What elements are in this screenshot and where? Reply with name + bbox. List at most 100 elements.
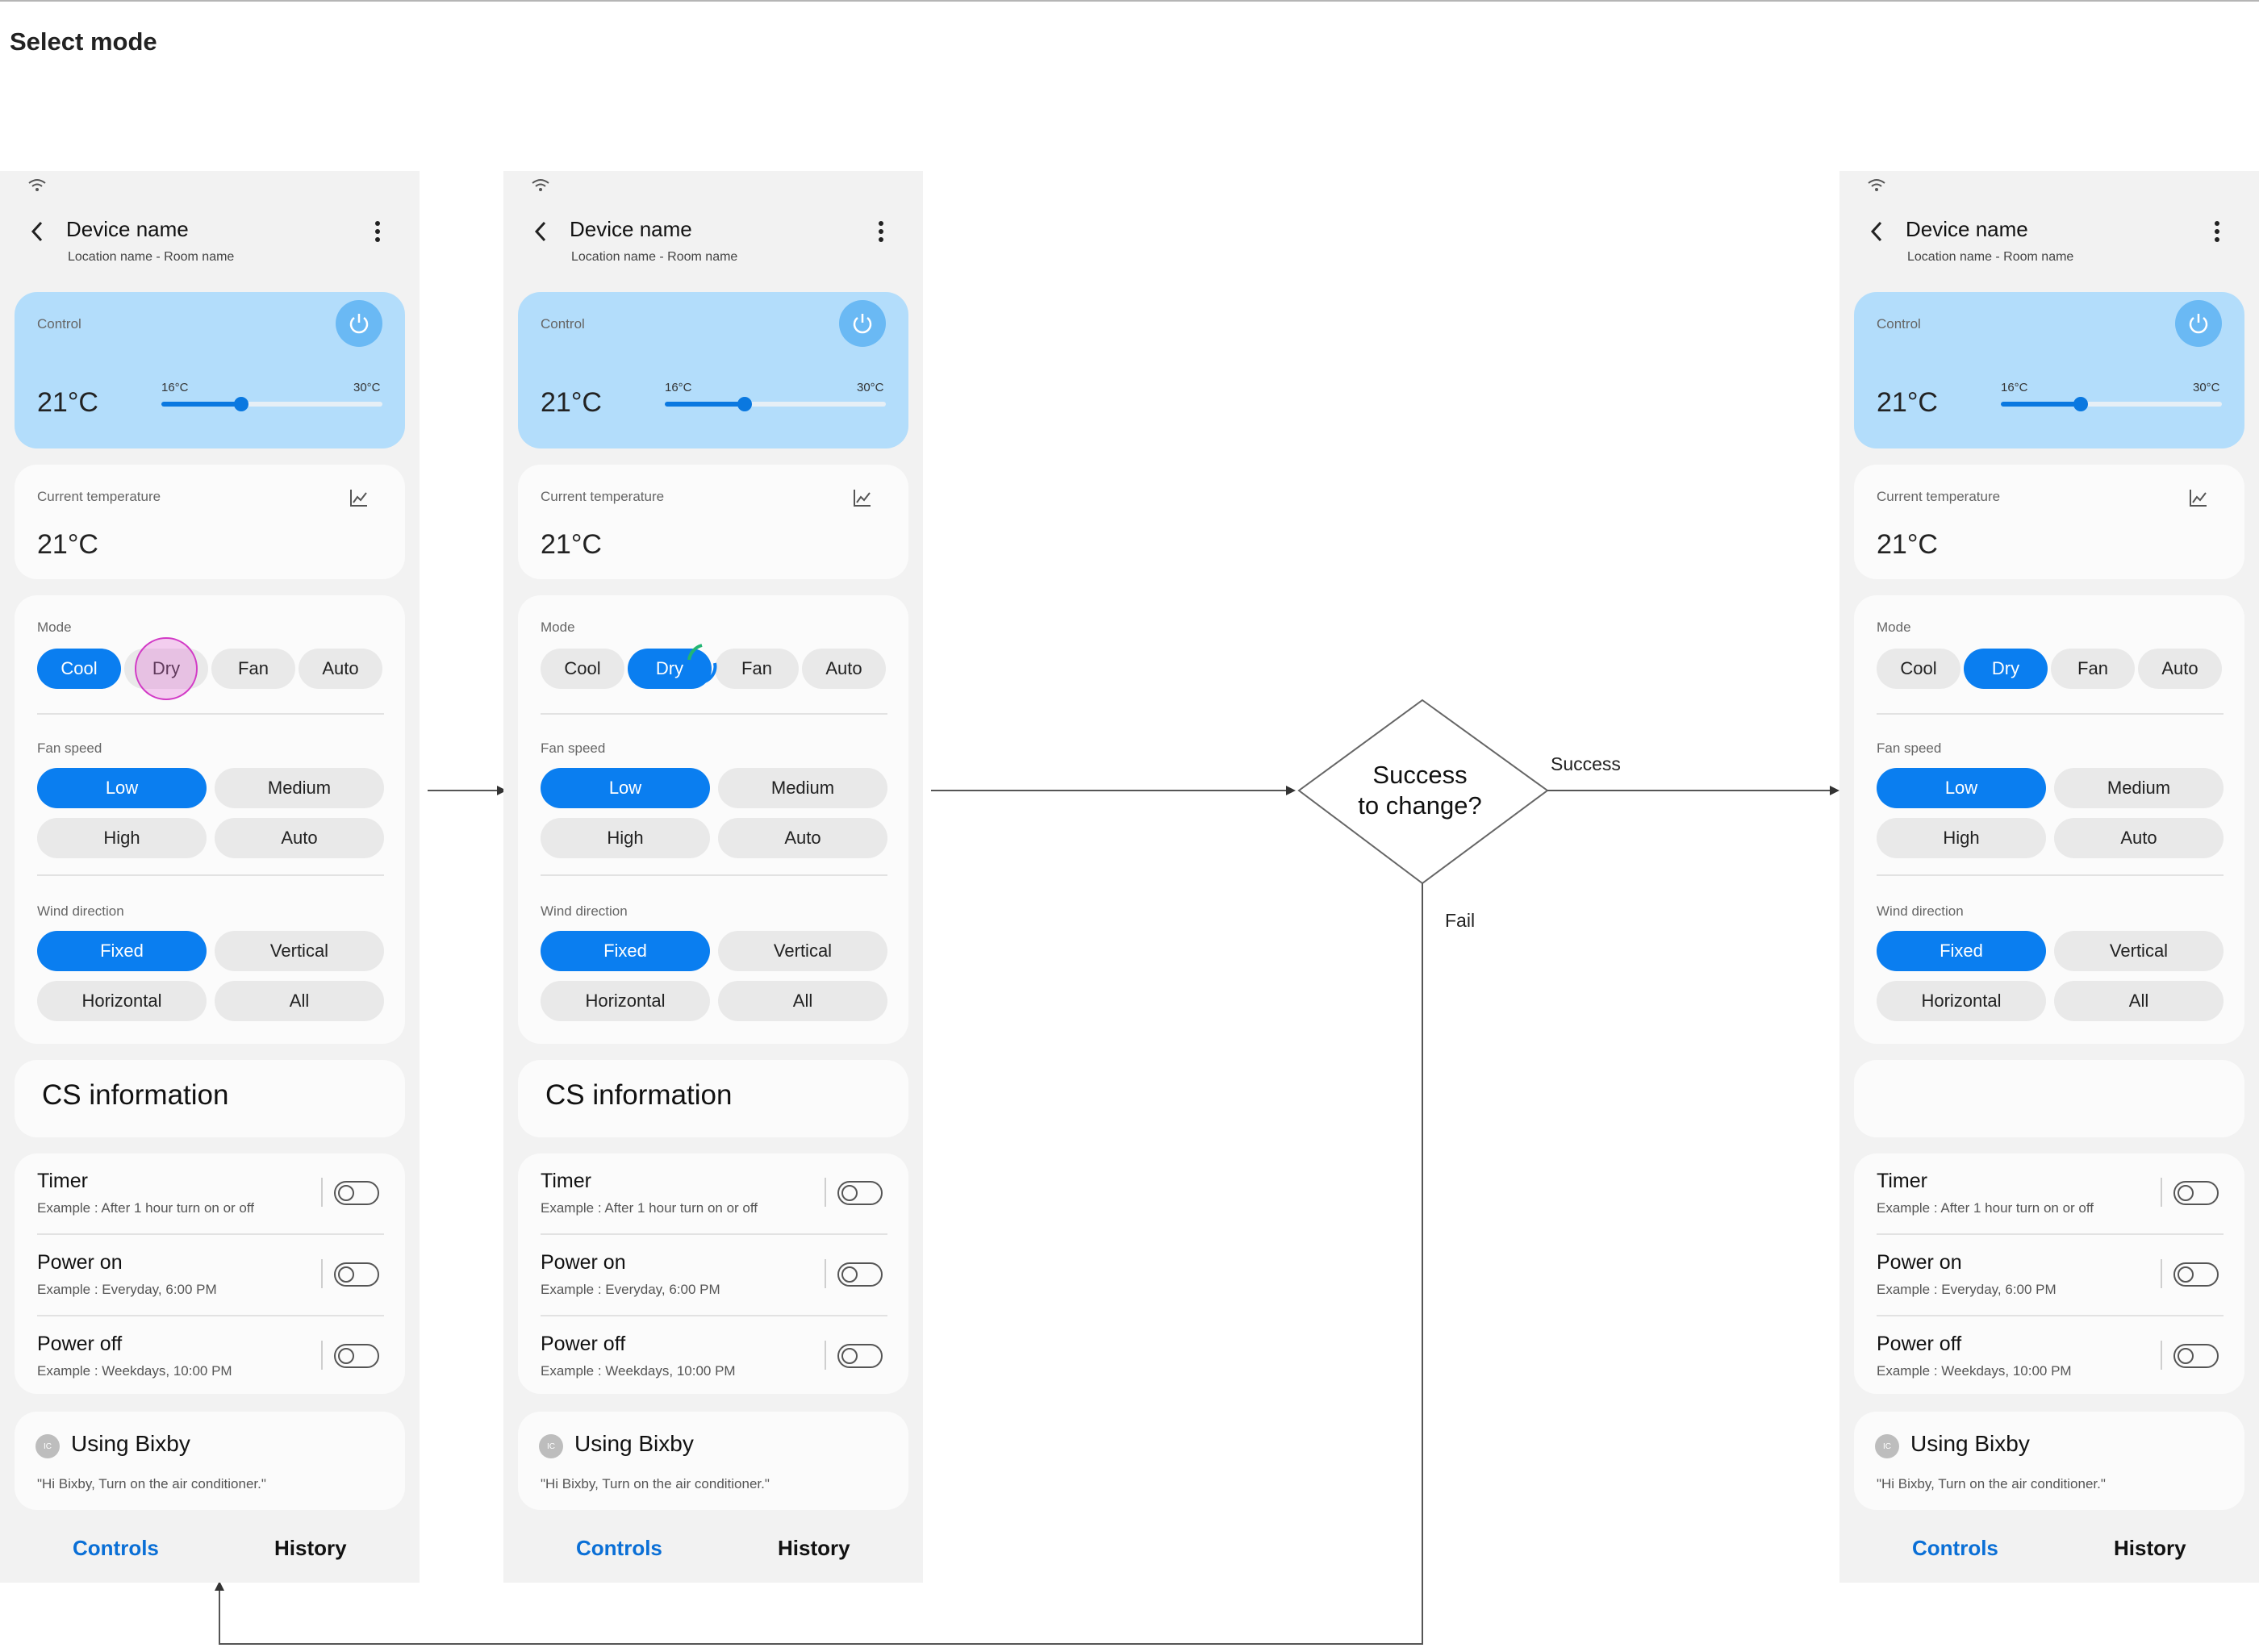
mode-cool-button[interactable]: Cool	[37, 649, 121, 689]
more-options-icon[interactable]	[2209, 219, 2225, 244]
wifi-icon	[1868, 179, 1885, 191]
schedule-title: Power off	[541, 1333, 626, 1355]
back-icon[interactable]	[1867, 219, 1886, 244]
fan-auto-button[interactable]: Auto	[718, 818, 887, 858]
wind-all-button[interactable]: All	[215, 981, 384, 1021]
divider	[541, 1315, 887, 1316]
wind-all-button[interactable]: All	[2054, 981, 2224, 1021]
schedule-toggle[interactable]	[2173, 1344, 2219, 1368]
schedule-toggle[interactable]	[334, 1181, 379, 1205]
mode-auto-button[interactable]: Auto	[299, 649, 382, 689]
fan-medium-button[interactable]: Medium	[2054, 768, 2224, 808]
fan-low-button[interactable]: Low	[541, 768, 710, 808]
tab-controls[interactable]: Controls	[576, 1536, 662, 1560]
tab-controls[interactable]: Controls	[1912, 1536, 1998, 1560]
wind-horizontal-button[interactable]: Horizontal	[1877, 981, 2046, 1021]
cs-information-label: CS information	[545, 1079, 733, 1111]
tab-history[interactable]: History	[274, 1536, 347, 1560]
wind-horizontal-button[interactable]: Horizontal	[37, 981, 207, 1021]
chart-icon[interactable]	[2188, 487, 2209, 508]
cs-information-card[interactable]: CS information	[15, 1060, 405, 1137]
tab-controls[interactable]: Controls	[73, 1536, 159, 1560]
target-temperature: 21°C	[37, 387, 98, 418]
bixby-card[interactable]: IC Using Bixby "Hi Bixby, Turn on the ai…	[1854, 1412, 2244, 1510]
power-button[interactable]	[2175, 300, 2222, 347]
bixby-card[interactable]: IC Using Bixby "Hi Bixby, Turn on the ai…	[15, 1412, 405, 1510]
mode-auto-button[interactable]: Auto	[802, 649, 886, 689]
slider-thumb[interactable]	[737, 397, 752, 411]
fan-auto-button[interactable]: Auto	[215, 818, 384, 858]
cs-information-card[interactable]	[1854, 1060, 2244, 1137]
divider	[541, 713, 887, 715]
temperature-slider[interactable]	[2001, 397, 2222, 411]
fan-high-button[interactable]: High	[37, 818, 207, 858]
mode-dry-button[interactable]: Dry	[628, 649, 712, 689]
mode-cool-button[interactable]: Cool	[541, 649, 624, 689]
wind-horizontal-button[interactable]: Horizontal	[541, 981, 710, 1021]
divider	[1877, 1315, 2224, 1316]
divider	[1877, 874, 2224, 876]
fan-low-button[interactable]: Low	[1877, 768, 2046, 808]
row-separator	[825, 1178, 826, 1207]
mode-dry-button[interactable]: Dry	[1964, 649, 2048, 689]
schedule-toggle[interactable]	[2173, 1262, 2219, 1287]
mode-fan-button[interactable]: Fan	[715, 649, 799, 689]
temperature-slider[interactable]	[161, 397, 382, 411]
wind-fixed-button[interactable]: Fixed	[1877, 931, 2046, 971]
mode-fan-button[interactable]: Fan	[2051, 649, 2135, 689]
wind-all-button[interactable]: All	[718, 981, 887, 1021]
bixby-card[interactable]: IC Using Bixby "Hi Bixby, Turn on the ai…	[518, 1412, 908, 1510]
wind-vertical-button[interactable]: Vertical	[215, 931, 384, 971]
fan-auto-button[interactable]: Auto	[2054, 818, 2224, 858]
more-options-icon[interactable]	[370, 219, 386, 244]
schedule-toggle[interactable]	[334, 1262, 379, 1287]
row-separator	[2161, 1341, 2162, 1370]
wind-fixed-button[interactable]: Fixed	[541, 931, 710, 971]
chart-icon[interactable]	[852, 487, 873, 508]
wind-fixed-button[interactable]: Fixed	[37, 931, 207, 971]
fan-medium-button[interactable]: Medium	[215, 768, 384, 808]
schedule-title: Power off	[1877, 1333, 1962, 1355]
fan-medium-button[interactable]: Medium	[718, 768, 887, 808]
phone-screen-2: Device name Location name - Room name Co…	[503, 171, 923, 1583]
temperature-slider[interactable]	[665, 397, 886, 411]
mode-fan-button[interactable]: Fan	[211, 649, 295, 689]
slider-thumb[interactable]	[233, 397, 248, 411]
wind-vertical-button[interactable]: Vertical	[718, 931, 887, 971]
tab-history[interactable]: History	[2114, 1536, 2186, 1560]
tab-history[interactable]: History	[778, 1536, 850, 1560]
bixby-example: "Hi Bixby, Turn on the air conditioner."	[1877, 1476, 2106, 1491]
mode-dry-button[interactable]: Dry	[124, 649, 208, 689]
schedule-toggle[interactable]	[334, 1344, 379, 1368]
back-icon[interactable]	[27, 219, 47, 244]
bixby-icon: IC	[35, 1434, 60, 1458]
cs-information-card[interactable]: CS information	[518, 1060, 908, 1137]
back-icon[interactable]	[531, 219, 550, 244]
mode-auto-button[interactable]: Auto	[2138, 649, 2222, 689]
wind-vertical-button[interactable]: Vertical	[2054, 931, 2224, 971]
power-button[interactable]	[336, 300, 382, 347]
power-button[interactable]	[839, 300, 886, 347]
slider-thumb[interactable]	[2073, 397, 2088, 411]
chart-icon[interactable]	[349, 487, 370, 508]
fan-low-button[interactable]: Low	[37, 768, 207, 808]
schedule-toggle[interactable]	[837, 1262, 883, 1287]
fan-high-button[interactable]: High	[541, 818, 710, 858]
more-options-icon[interactable]	[873, 219, 889, 244]
schedule-toggle[interactable]	[2173, 1181, 2219, 1205]
fan-high-button[interactable]: High	[1877, 818, 2046, 858]
schedule-toggle[interactable]	[837, 1344, 883, 1368]
mode-cool-button[interactable]: Cool	[1877, 649, 1960, 689]
schedule-toggle[interactable]	[837, 1181, 883, 1205]
